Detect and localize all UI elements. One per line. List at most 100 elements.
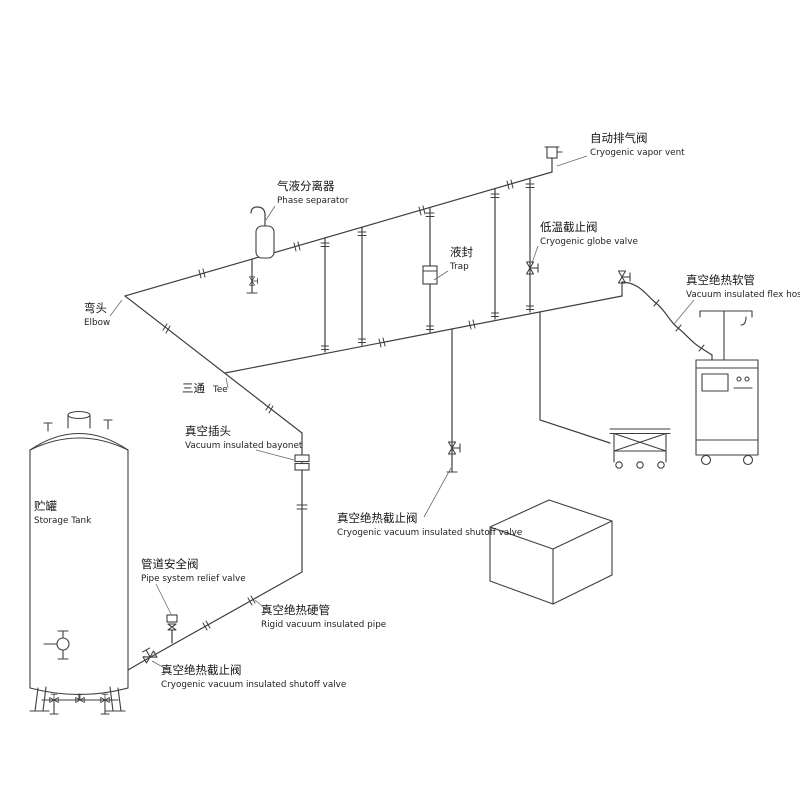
label-shutoff-tank-zh: 真空绝热截止阀 [161,663,242,677]
machine-gantry [699,310,753,361]
tank-manway [67,410,91,429]
vapor-vent-symbol [544,146,563,159]
label-relief-valve-en: Pipe system relief valve [141,574,246,584]
label-trap-zh: 液封 [450,245,473,259]
pipe-cart-branch [539,311,611,444]
machine-wheel-right [742,454,754,466]
pipe-rigid-run [127,571,303,671]
cart-frame [609,428,671,463]
trolley-cart [609,428,671,469]
tank-dome-inner [29,437,129,451]
cart-wheel-3 [657,461,665,469]
leader-bayonet [255,449,295,461]
label-bayonet-zh: 真空插头 [185,424,231,438]
separator-drain-valve-symbol [249,276,258,286]
label-bayonet-en: Vacuum insulated bayonet [185,441,303,451]
gauge-dial [56,637,70,651]
label-storage-tank-en: Storage Tank [34,516,92,526]
tank-level-gauge [43,630,70,660]
leader-rigid-pipe [254,599,269,612]
gauge-piping [43,630,69,660]
label-flex-hose-zh: 真空绝热软管 [686,273,755,287]
ticks-hose-corrugation [653,299,705,352]
leader-relief-valve [155,583,172,615]
machine-wheel-left [700,454,712,466]
shutoff-valve-mid-symbol [447,441,461,455]
flange-ticks [162,179,705,631]
label-shutoff-mid-zh: 真空绝热截止阀 [337,511,418,525]
manway-sides [67,414,91,429]
pipe-network [124,157,713,671]
leader-flex-hose [673,299,695,325]
tank-nozzle-right [103,419,113,430]
label-tee-zh: 三通 [182,381,205,395]
box-left-face [489,526,554,605]
use-point-machine [695,310,759,466]
label-rigid-pipe-zh: 真空绝热硬管 [261,603,330,617]
machine-panel [701,373,729,392]
cart-wheel-2 [636,461,644,469]
machine-body [695,359,759,456]
leader-elbow [109,299,123,317]
label-shutoff-tank-en: Cryogenic vacuum insulated shutoff valve [161,680,346,690]
leader-shutoff-mid [423,467,452,518]
label-globe-valve-en: Cryogenic globe valve [540,237,638,247]
phase-separator-vessel [255,225,275,259]
leader-globe-valve [531,245,539,264]
ticks-rigid-pipe [202,595,256,631]
label-elbow-en: Elbow [84,318,110,328]
vent-body [546,146,558,159]
bayonet-collar-upper [294,454,310,463]
label-elbow-zh: 弯头 [84,301,107,315]
manway-top [67,410,91,420]
box-right-face [552,520,613,605]
label-tee-en: Tee [212,385,228,395]
relief-valve-symbol [166,614,178,631]
globe-valve-symbol [525,261,539,275]
pipe-flex-hose [621,281,713,361]
labels: 自动排气阀 Cryogenic vapor vent 气液分离器 Phase s… [34,131,800,690]
bayonet-symbol [294,454,310,471]
manifold-valve-2 [75,693,85,703]
ticks-vertical-drops [246,183,535,510]
tank-dome-outer [29,433,129,451]
leader-phase-separator [265,205,276,221]
label-globe-valve-zh: 低温截止阀 [540,220,598,234]
trap-symbol [422,265,438,285]
pipe-separator-vent-neck [250,206,266,227]
leader-vapor-vent [556,155,588,167]
label-phase-separator-zh: 气液分离器 [277,179,335,193]
components [140,146,631,664]
leader-trap [433,270,449,281]
label-rigid-pipe-en: Rigid vacuum insulated pipe [261,620,386,630]
label-storage-tank-zh: 贮罐 [34,499,57,513]
leader-lines [109,155,695,671]
tank-nozzle-left [43,422,53,432]
pipe-lower-header [224,295,623,374]
machine-knob-2 [744,376,750,382]
label-flex-hose-en: Vacuum insulated flex hose [686,290,800,300]
storage-tank-drawing [29,410,129,715]
leader-shutoff-tank [151,660,169,671]
hose-end-valve-symbol [617,270,631,284]
pipe-top-header [124,171,553,297]
ticks-diagonal-headers [162,179,514,414]
relief-valve-cap [166,614,178,623]
machine-knob-1 [736,376,742,382]
label-relief-valve-zh: 管道安全阀 [141,557,199,571]
label-shutoff-mid-en: Cryogenic vacuum insulated shutoff valve [337,528,522,538]
label-vapor-vent-en: Cryogenic vapor vent [590,148,685,158]
storage-box [489,499,613,605]
pipe-left-branch [124,295,303,434]
label-phase-separator-en: Phase separator [277,196,349,206]
bayonet-collar-lower [294,462,310,471]
leader-tee [225,377,229,389]
cart-wheel-1 [615,461,623,469]
trap-pot [422,265,438,285]
box-top-face [489,499,613,550]
relief-valve-body [167,623,177,631]
tank-bottom-piping [41,693,119,715]
tank-legs [29,686,126,712]
